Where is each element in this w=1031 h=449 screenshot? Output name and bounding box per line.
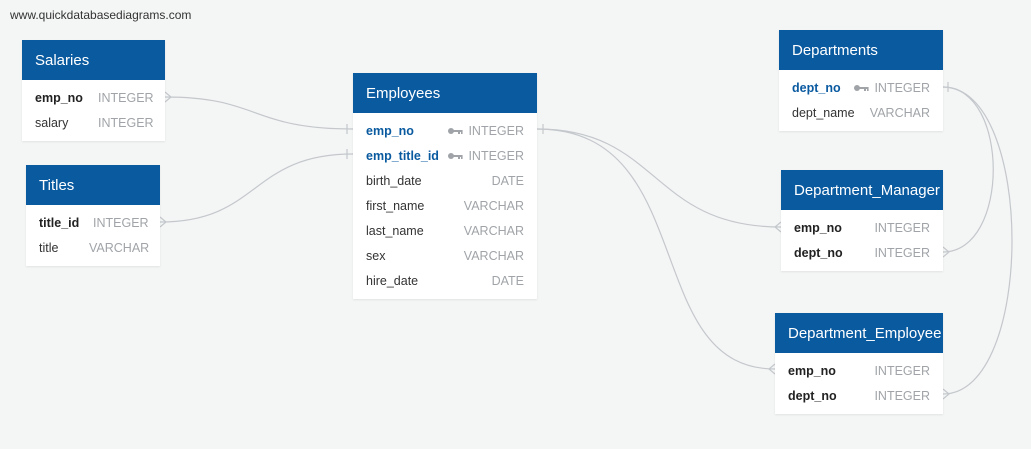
watermark[interactable]: www.quickdatabasediagrams.com — [10, 8, 192, 22]
column-type: INTEGER — [468, 123, 524, 138]
column-type: DATE — [491, 173, 524, 188]
column-name: emp_no — [35, 90, 83, 105]
link-titles-employees — [159, 153, 354, 223]
column-type: DATE — [491, 273, 524, 288]
table-row[interactable]: dept_name VARCHAR — [779, 100, 943, 125]
table-row[interactable]: dept_no INTEGER — [775, 383, 943, 408]
column-name: dept_no — [792, 80, 841, 95]
column-type: VARCHAR — [869, 105, 930, 120]
table-row[interactable]: title_id INTEGER — [26, 210, 160, 235]
table-row[interactable]: birth_date DATE — [353, 168, 537, 193]
column-name: first_name — [366, 198, 425, 213]
column-type: INTEGER — [874, 363, 930, 378]
column-type: INTEGER — [98, 115, 154, 130]
table-employees-header[interactable]: Employees — [353, 73, 537, 113]
column-name: emp_no — [788, 363, 836, 378]
table-row[interactable]: salary INTEGER — [22, 110, 165, 135]
link-departments-dept-manager — [942, 86, 994, 253]
column-type: VARCHAR — [463, 198, 524, 213]
column-type-wrap: INTEGER — [853, 81, 930, 95]
column-type: INTEGER — [874, 220, 930, 235]
table-department-employee[interactable]: Department_Employee emp_no INTEGER dept_… — [775, 313, 943, 414]
column-name: dept_no — [788, 388, 837, 403]
column-type-wrap: INTEGER — [447, 149, 524, 163]
table-department-manager-header[interactable]: Department_Manager — [781, 170, 943, 210]
table-employees[interactable]: Employees emp_no INTEGER emp_title_id IN… — [353, 73, 537, 299]
table-salaries[interactable]: Salaries emp_no INTEGER salary INTEGER — [22, 40, 165, 141]
table-row[interactable]: dept_no INTEGER — [781, 240, 943, 265]
table-row[interactable]: emp_no INTEGER — [353, 118, 537, 143]
table-row[interactable]: title VARCHAR — [26, 235, 160, 260]
column-type: VARCHAR — [463, 223, 524, 238]
crow-foot-dept-employee-emp — [768, 363, 776, 375]
table-row[interactable]: emp_no INTEGER — [775, 358, 943, 383]
column-type: VARCHAR — [463, 248, 524, 263]
link-employees-dept-manager — [536, 128, 782, 228]
column-name: emp_no — [794, 220, 842, 235]
column-name: dept_no — [794, 245, 843, 260]
column-type: INTEGER — [874, 245, 930, 260]
crow-foot-salaries — [164, 91, 172, 103]
table-row[interactable]: last_name VARCHAR — [353, 218, 537, 243]
column-type: INTEGER — [874, 80, 930, 95]
table-row[interactable]: emp_no INTEGER — [781, 215, 943, 240]
table-titles-header[interactable]: Titles — [26, 165, 160, 205]
column-name: title_id — [39, 215, 80, 230]
column-name: title — [39, 240, 59, 255]
column-name: emp_title_id — [366, 148, 439, 163]
key-icon — [448, 153, 464, 160]
crow-foot-dept-manager-emp — [774, 221, 782, 233]
column-type: INTEGER — [93, 215, 149, 230]
column-type: INTEGER — [98, 90, 154, 105]
table-row[interactable]: emp_title_id INTEGER — [353, 143, 537, 168]
table-titles[interactable]: Titles title_id INTEGER title VARCHAR — [26, 165, 160, 266]
column-type: INTEGER — [874, 388, 930, 403]
column-type-wrap: INTEGER — [447, 124, 524, 138]
table-department-employee-header[interactable]: Department_Employee — [775, 313, 943, 353]
table-row[interactable]: first_name VARCHAR — [353, 193, 537, 218]
column-name: last_name — [366, 223, 424, 238]
link-salaries-employees — [164, 96, 354, 130]
column-type: VARCHAR — [89, 240, 150, 255]
column-name: dept_name — [792, 105, 855, 120]
crow-foot-dept-employee-dept — [942, 388, 950, 400]
table-departments[interactable]: Departments dept_no INTEGER dept_name VA… — [779, 30, 943, 131]
column-name: salary — [35, 115, 69, 130]
crow-foot-titles — [159, 216, 167, 228]
key-icon — [854, 85, 870, 92]
link-employees-dept-employee — [536, 128, 776, 370]
table-department-manager[interactable]: Department_Manager emp_no INTEGER dept_n… — [781, 170, 943, 271]
table-row[interactable]: hire_date DATE — [353, 268, 537, 293]
table-departments-header[interactable]: Departments — [779, 30, 943, 70]
table-row[interactable]: dept_no INTEGER — [779, 75, 943, 100]
table-row[interactable]: sex VARCHAR — [353, 243, 537, 268]
column-name: birth_date — [366, 173, 422, 188]
column-name: sex — [366, 248, 386, 263]
table-salaries-header[interactable]: Salaries — [22, 40, 165, 80]
column-name: hire_date — [366, 273, 419, 288]
column-name: emp_no — [366, 123, 414, 138]
column-type: INTEGER — [468, 148, 524, 163]
key-icon — [448, 128, 464, 135]
link-departments-dept-employee — [942, 86, 1013, 395]
crow-foot-dept-manager-dept — [942, 246, 950, 258]
table-row[interactable]: emp_no INTEGER — [22, 85, 165, 110]
